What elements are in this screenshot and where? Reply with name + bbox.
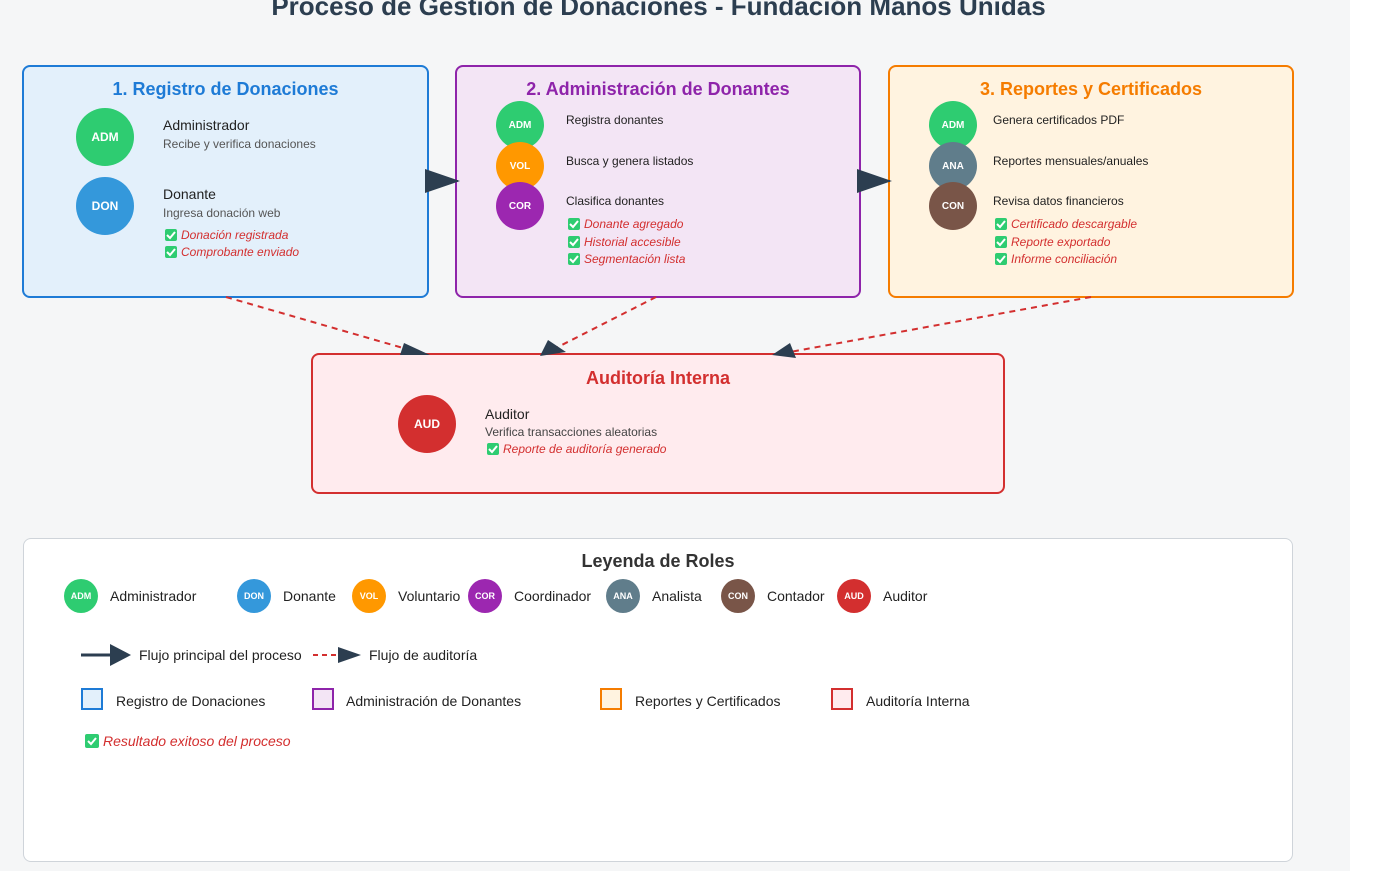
result-text: Segmentación lista <box>584 252 686 266</box>
legend-area-label: Administración de Donantes <box>346 693 522 709</box>
result-item: Certificado descargable <box>995 217 1137 231</box>
registro-title: 1. Registro de Donaciones <box>112 79 339 99</box>
legend-role-label: Voluntario <box>398 588 461 604</box>
result-text: Donante agregado <box>584 217 684 231</box>
check-icon <box>165 229 177 241</box>
result-text: Informe conciliación <box>1011 252 1118 266</box>
diagram-canvas: Proceso de Gestión de Donaciones - Funda… <box>22 0 1294 862</box>
role-action: Revisa datos financieros <box>993 194 1124 208</box>
page-title: Proceso de Gestión de Donaciones - Funda… <box>271 0 1046 21</box>
audit-flow-legend-icon <box>313 647 361 663</box>
role-action: Reportes mensuales/anuales <box>993 154 1149 168</box>
legend-success-label: Resultado exitoso del proceso <box>103 733 291 749</box>
result-item: Reporte exportado <box>995 235 1110 249</box>
legend-role-label: Contador <box>767 588 825 604</box>
legend-title: Leyenda de Roles <box>581 551 735 571</box>
page-margin <box>1350 0 1387 871</box>
role-action: Busca y genera listados <box>566 154 694 168</box>
legend-circle-con: CON <box>721 579 755 613</box>
check-icon <box>165 246 177 258</box>
check-icon <box>995 236 1007 248</box>
result-item: Donación registrada <box>165 228 288 242</box>
audit-flow-arrow <box>540 296 657 356</box>
role-name: Donante <box>163 186 216 202</box>
main-flow-legend-icon <box>81 644 131 666</box>
legend-swatch-auditoria <box>831 688 853 710</box>
legend-circle-aud: AUD <box>837 579 871 613</box>
result-item: Historial accesible <box>568 235 681 249</box>
legend-role-label: Coordinador <box>514 588 592 604</box>
role-circle-aud: AUD <box>398 395 456 453</box>
role-circle-con: CON <box>929 182 977 230</box>
audit-flow-arrow <box>772 296 1092 358</box>
result-text: Certificado descargable <box>1011 217 1138 231</box>
result-item: Comprobante enviado <box>165 245 299 259</box>
legend-area-label: Auditoría Interna <box>866 693 970 709</box>
legend-circle-don: DON <box>237 579 271 613</box>
legend-circle-adm: ADM <box>64 579 98 613</box>
check-icon <box>85 734 99 748</box>
result-text: Historial accesible <box>584 235 681 249</box>
legend-success: Resultado exitoso del proceso <box>85 733 291 749</box>
legend-swatch-administracion <box>312 688 334 710</box>
role-action: Clasifica donantes <box>566 194 665 208</box>
role-name: Auditor <box>485 406 530 422</box>
check-icon <box>568 236 580 248</box>
role-description: Recibe y verifica donaciones <box>163 137 316 151</box>
result-text: Comprobante enviado <box>181 245 300 259</box>
legend-audit-flow-label: Flujo de auditoría <box>369 647 478 663</box>
legend-swatch-registro <box>81 688 103 710</box>
role-name: Administrador <box>163 117 250 133</box>
legend-circle-vol: VOL <box>352 579 386 613</box>
result-text: Donación registrada <box>181 228 289 242</box>
main-flow-arrow <box>425 169 460 193</box>
administracion-box: 2. Administración de Donantes ADM Regist… <box>455 65 861 298</box>
legend-role-label: Administrador <box>110 588 197 604</box>
role-action: Genera certificados PDF <box>993 113 1125 127</box>
check-icon <box>995 253 1007 265</box>
role-circle-don: DON <box>76 177 134 235</box>
result-text: Reporte de auditoría generado <box>503 442 667 456</box>
auditoria-title: Auditoría Interna <box>585 368 730 388</box>
check-icon <box>568 253 580 265</box>
check-icon <box>568 218 580 230</box>
flow-arrows <box>225 169 1092 358</box>
legend-main-flow-label: Flujo principal del proceso <box>139 647 302 663</box>
legend-circle-ana: ANA <box>606 579 640 613</box>
role-circle-adm: ADM <box>929 101 977 149</box>
reportes-title: 3. Reportes y Certificados <box>979 79 1203 99</box>
legend-flow-icons <box>81 644 361 666</box>
result-item: Reporte de auditoría generado <box>487 442 666 456</box>
legend-swatch-reportes <box>600 688 622 710</box>
role-action: Registra donantes <box>566 113 664 127</box>
legend-role-label: Donante <box>283 588 336 604</box>
administracion-title: 2. Administración de Donantes <box>526 79 790 99</box>
legend-box: Leyenda de Roles ADM Administrador DON D… <box>23 538 1293 862</box>
result-item: Segmentación lista <box>568 252 685 266</box>
role-circle-adm: ADM <box>496 101 544 149</box>
role-circle-adm: ADM <box>76 108 134 166</box>
auditoria-box: Auditoría Interna AUD Auditor Verifica t… <box>311 353 1005 494</box>
role-circle-cor: COR <box>496 182 544 230</box>
result-item: Donante agregado <box>568 217 683 231</box>
role-description: Ingresa donación web <box>163 206 281 220</box>
legend-role-label: Analista <box>652 588 702 604</box>
legend-area-label: Registro de Donaciones <box>116 693 266 709</box>
legend-area-label: Reportes y Certificados <box>635 693 781 709</box>
legend-circle-cor: COR <box>468 579 502 613</box>
audit-flow-arrow <box>225 296 430 355</box>
legend-role-label: Auditor <box>883 588 928 604</box>
main-flow-arrow <box>857 169 892 193</box>
role-description: Verifica transacciones aleatorias <box>485 425 658 439</box>
result-item: Informe conciliación <box>995 252 1117 266</box>
check-icon <box>995 218 1007 230</box>
result-text: Reporte exportado <box>1011 235 1111 249</box>
check-icon <box>487 443 499 455</box>
